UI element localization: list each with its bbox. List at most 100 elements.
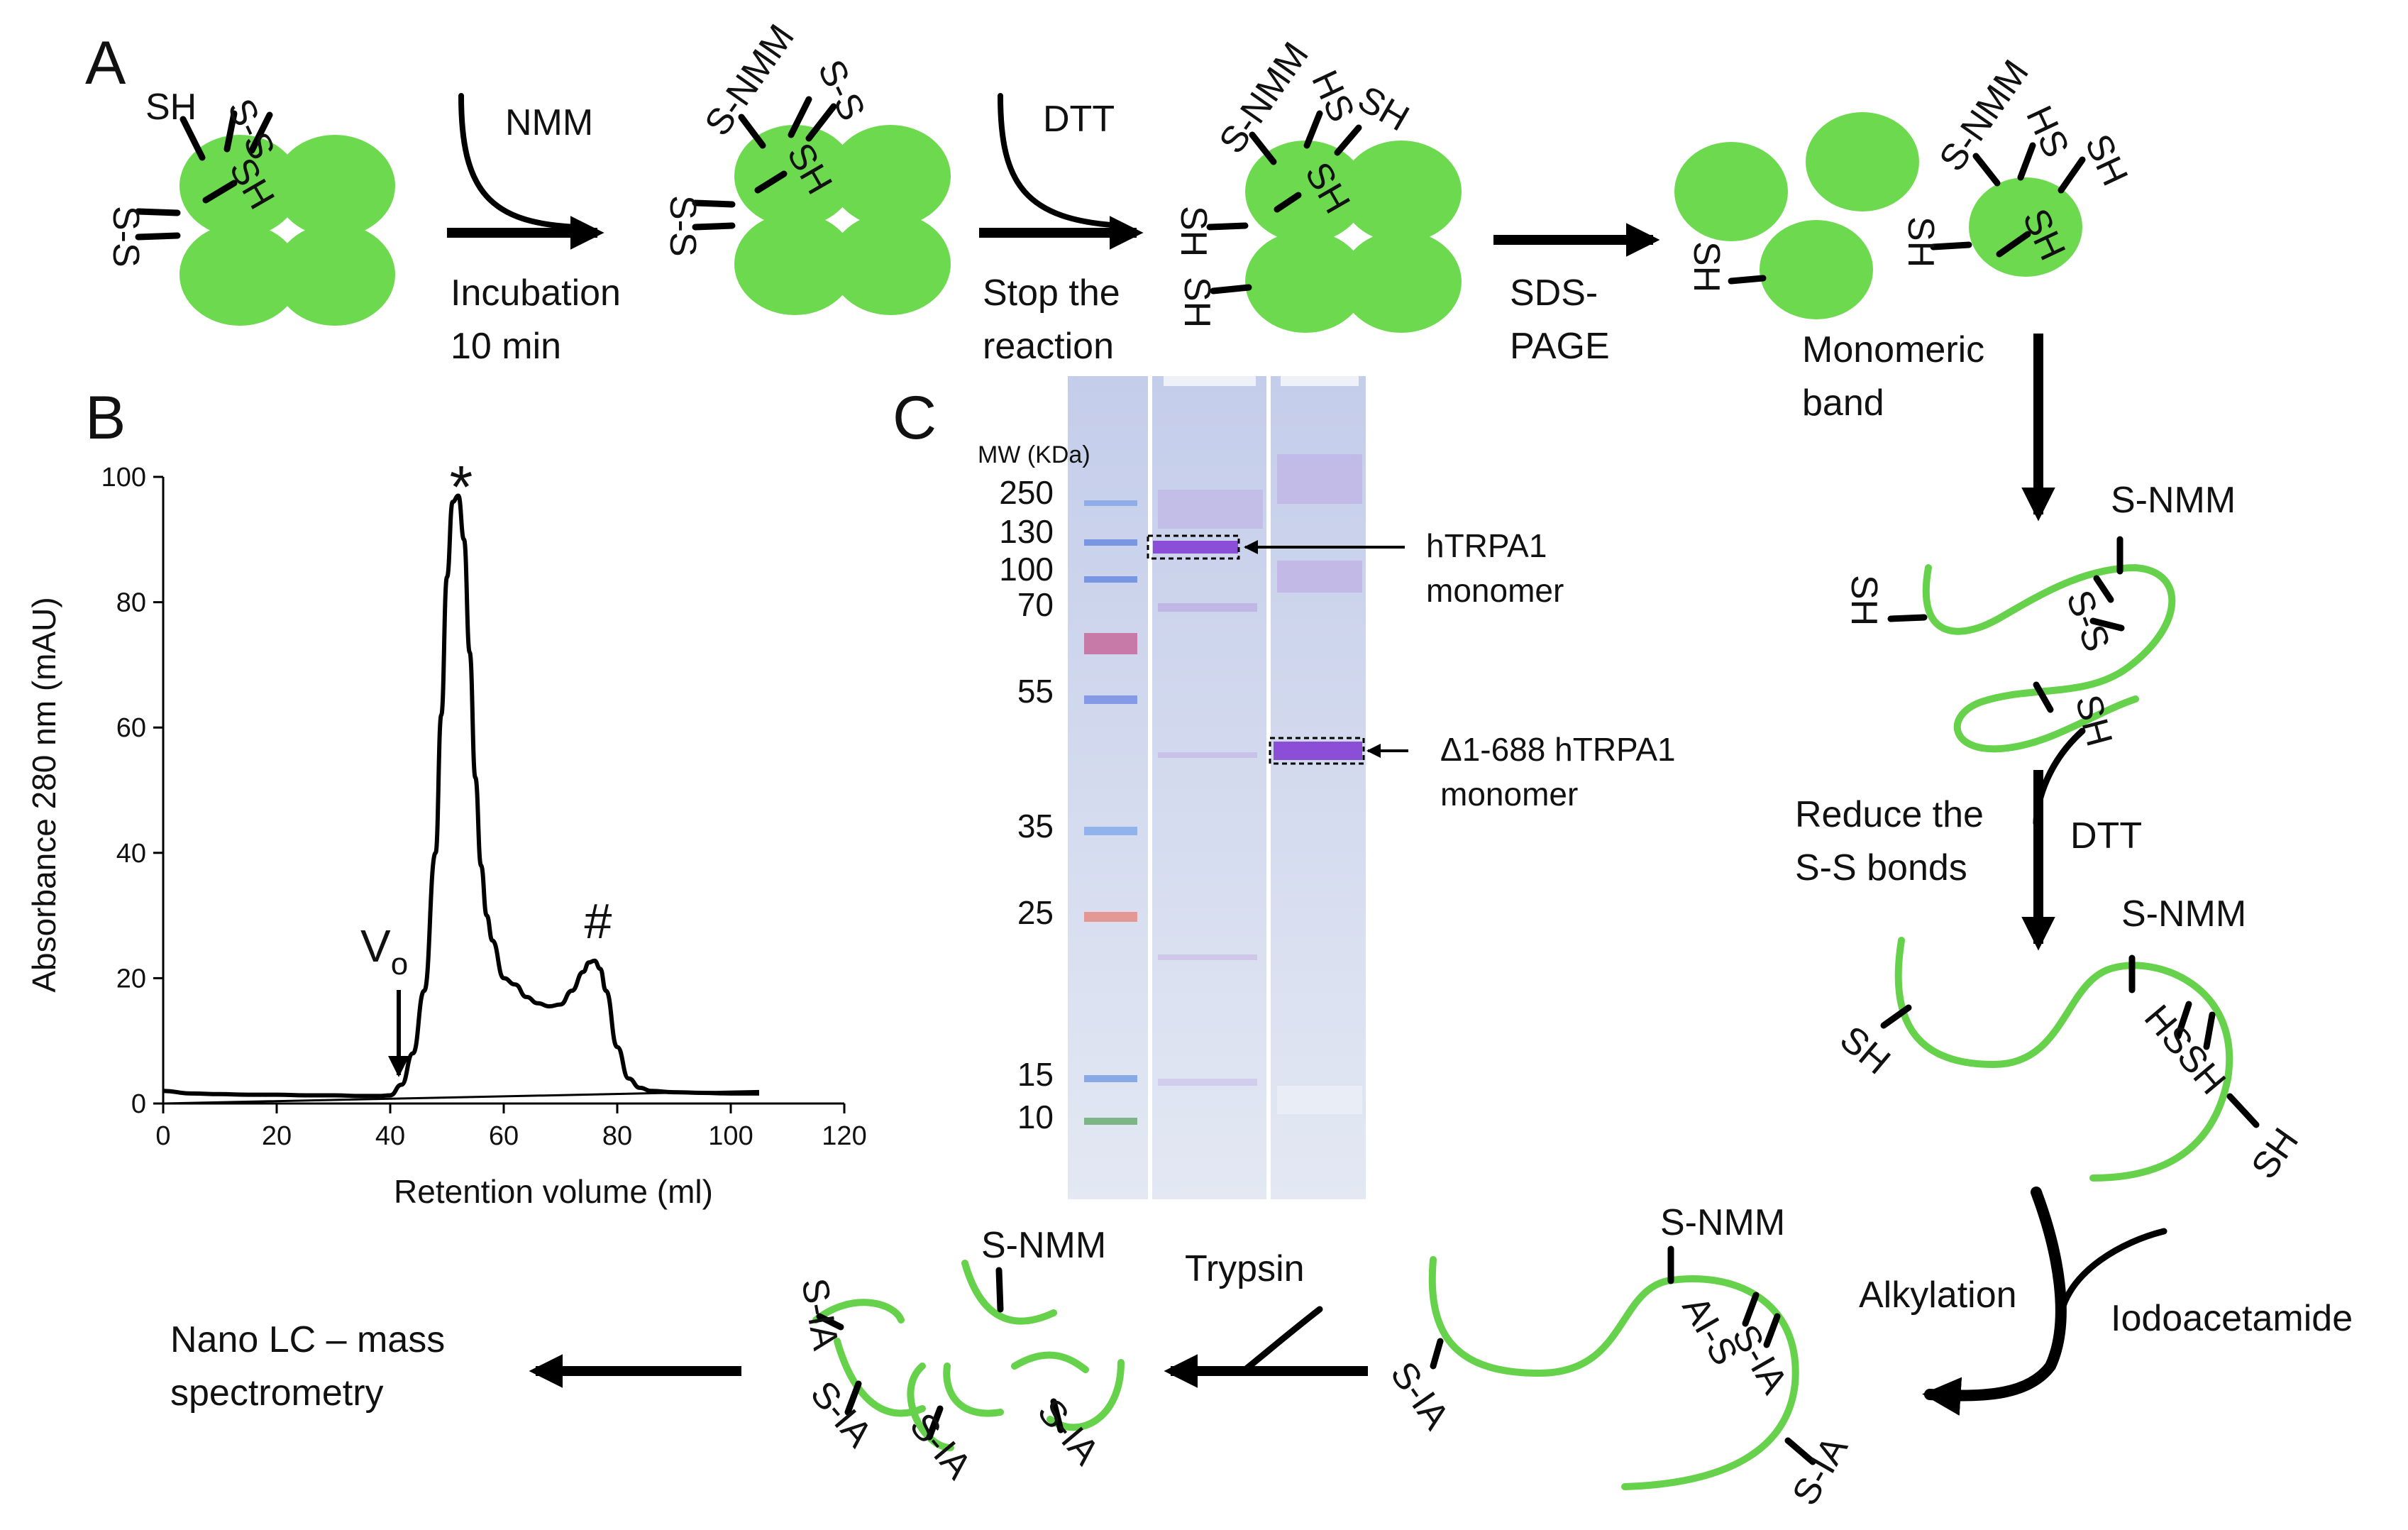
panel-a-letter: A [85, 29, 126, 97]
step-3-line-1: SDS- [1510, 273, 1598, 314]
group-snmm: S-NMM [2111, 480, 2236, 521]
panel-c-letter: C [893, 384, 937, 452]
band-1-line-1: hTRPA1 [1426, 527, 1547, 564]
reagent-curve [998, 93, 1124, 229]
subunit [1341, 231, 1462, 333]
x-tick-label: 80 [602, 1121, 632, 1151]
reagent-dtt: DTT [1043, 99, 1115, 140]
y-tick-label: 100 [101, 463, 146, 492]
reagent-curve [1242, 1306, 1323, 1373]
unfolded-chain-reduced: S-NMM SH HSSH SH [1832, 893, 2307, 1187]
x-tick-label: 60 [489, 1121, 519, 1151]
group-sia: S-IA [1382, 1355, 1457, 1437]
band-2-line-2: monomer [1440, 776, 1578, 813]
group-snmm: S-NMM [981, 1225, 1106, 1266]
tetramer-reduced: S-NMM HS SH SH SH SH [1173, 35, 1462, 333]
well [1281, 376, 1359, 386]
ladder-band-35 [1084, 827, 1137, 835]
band-1-line-2: monomer [1426, 572, 1564, 609]
iodoacetamide-label: Iodoacetamide [2111, 1298, 2353, 1339]
band-2-line-1: Δ1-688 hTRPA1 [1440, 731, 1676, 768]
alkylation-arrow [1922, 1187, 2067, 1416]
tetramer-native: SH S-S S-S SH [105, 87, 395, 326]
subunit [1806, 112, 1919, 211]
void-sub: o [391, 947, 408, 981]
y-tick-label: 40 [116, 839, 146, 869]
subunit [180, 135, 300, 237]
ladder-band-250 [1084, 500, 1137, 506]
mw-label: 35 [1017, 808, 1054, 844]
x-tick-label: 120 [822, 1121, 866, 1151]
x-tick-label: 0 [155, 1121, 170, 1151]
group-sh: SH [1176, 277, 1217, 328]
box-delta-htrpa1 [1269, 737, 1365, 765]
box-htrpa1 [1147, 534, 1240, 560]
ladder-band-25 [1084, 912, 1137, 922]
monomers: SH S-NMM HS SH SH SH [1674, 53, 2136, 319]
group-sh: SH [145, 87, 197, 128]
alkylation-label: Alkylation [1859, 1275, 2017, 1316]
step-1-line-2: 10 min [451, 326, 561, 367]
subunit [734, 213, 855, 315]
lane-divider [1148, 376, 1152, 1199]
group-ss: S-S [662, 195, 703, 257]
group-sia: S-IA [1029, 1391, 1108, 1473]
ladder-band-10 [1084, 1118, 1137, 1125]
reagent-dtt-2: DTT [2070, 815, 2142, 857]
step-3-line-2: PAGE [1510, 326, 1610, 367]
y-tick-label: 80 [116, 588, 146, 618]
x-tick-label: 40 [375, 1121, 405, 1151]
group-ss: S-S [810, 54, 873, 127]
faint-band [1158, 1079, 1257, 1086]
gel-background [1068, 376, 1366, 1199]
ladder-band-70 [1084, 633, 1137, 654]
mw-label: 100 [999, 551, 1054, 588]
subunit [180, 224, 300, 326]
group-sia: S-IA [793, 1275, 846, 1353]
reagent-nmm: NMM [505, 102, 593, 143]
mw-label: 10 [1017, 1099, 1054, 1135]
final-line-1: Nano LC – mass [170, 1319, 445, 1360]
void-volume-label: Vo [360, 920, 408, 981]
subunit [275, 224, 395, 326]
group-snmm: S-NMM [1660, 1202, 1785, 1243]
y-tick-label: 60 [116, 713, 146, 743]
y-tick-label: 20 [116, 964, 146, 994]
reagent-curve [2058, 1228, 2167, 1316]
subunit [734, 125, 855, 227]
lane-delta-htrpa1 [1274, 454, 1362, 1114]
void-v: V [360, 920, 391, 972]
subunit [1245, 231, 1366, 333]
faint-band [1158, 603, 1257, 612]
final-line-2: spectrometry [170, 1372, 384, 1414]
panel-b-letter: B [85, 384, 126, 452]
subunit [830, 213, 951, 315]
step-2-line-1: Stop the [983, 273, 1120, 314]
ladder-band-15 [1084, 1075, 1137, 1082]
chart-xlabel: Retention volume (ml) [394, 1173, 713, 1210]
step-2-line-2: reaction [983, 326, 1114, 367]
x-tick-label: 20 [262, 1121, 292, 1151]
monomeric-band-line-2: band [1802, 382, 1884, 424]
reduce-line-1: Reduce the [1795, 794, 1984, 835]
subunit [830, 125, 951, 227]
monomeric-band-line-1: Monomeric [1802, 329, 1984, 370]
well [1164, 376, 1256, 386]
reagent-curve [458, 93, 581, 230]
group-ais: AI-S [1674, 1289, 1746, 1372]
lane-smear [1277, 561, 1362, 593]
group-sh: SH [1832, 1018, 1898, 1083]
lane-bottom [1277, 1086, 1362, 1114]
mw-labels: MW (KDa) 250 130 100 70 55 35 25 15 10 [978, 441, 1090, 1135]
subunit [1245, 141, 1366, 243]
faint-band [1158, 954, 1257, 960]
lane-divider [1266, 376, 1271, 1199]
ladder-band-130 [1084, 539, 1137, 546]
tetramer-nmm: S-NMM S-S S-S SH [662, 17, 951, 315]
lane-htrpa1 [1153, 490, 1263, 1086]
peptide-fragments: S-NMM S-IA S-IA S-IA S-IA [793, 1225, 1125, 1487]
unfolded-chain-nmm: S-NMM SH S-S SH [1843, 480, 2236, 753]
group-ss: S-S [105, 206, 146, 268]
